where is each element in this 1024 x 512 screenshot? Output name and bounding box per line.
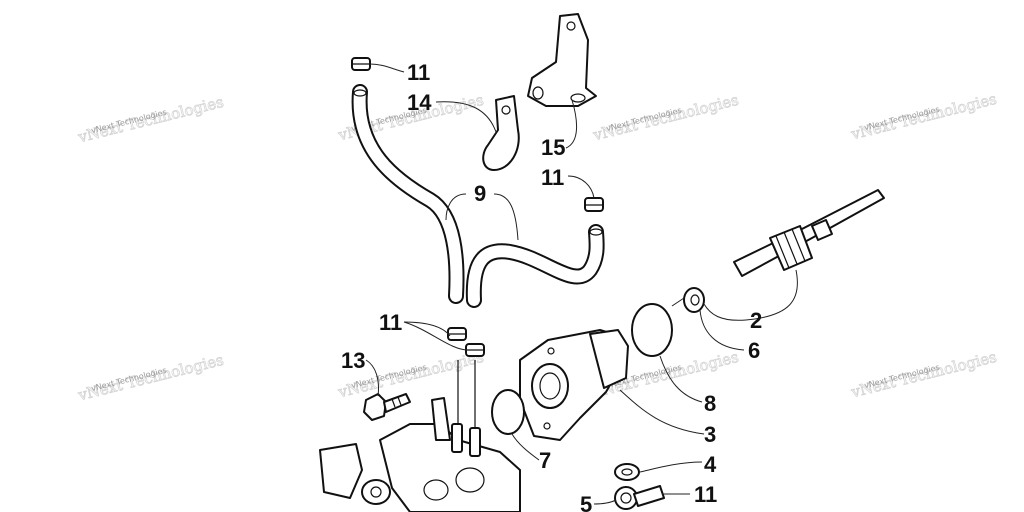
callout-2: 2: [750, 308, 762, 333]
callout-11-bottom: 11: [694, 482, 717, 507]
callout-15: 15: [541, 135, 565, 160]
callout-11-top-right: 11: [541, 165, 564, 190]
hose-clamp-mid-1: [447, 327, 467, 341]
callout-11-mid: 11: [379, 310, 402, 335]
callout-14: 14: [407, 90, 432, 115]
hose-clamp-mid-2: [465, 343, 485, 357]
callout-7: 7: [539, 448, 551, 473]
callout-3: 3: [704, 422, 716, 447]
drive-shaft-gear: [733, 189, 885, 277]
washer: [683, 287, 705, 313]
hose-right: [465, 224, 605, 308]
hose-clamp-top-right: [584, 197, 604, 212]
callout-4: 4: [704, 452, 717, 477]
washer-small: [614, 463, 640, 481]
hose-left: [351, 84, 465, 304]
gear-housing: [519, 329, 629, 441]
callout-8: 8: [704, 391, 716, 416]
callout-9: 9: [474, 181, 486, 206]
o-ring-small: [491, 389, 525, 435]
callout-11-top-left: 11: [407, 60, 430, 85]
watermark-4: vNext Technologies vNext Technologies: [848, 89, 999, 144]
hose-clamp-top-left: [351, 57, 371, 71]
oil-pump-body: [319, 360, 521, 512]
callout-13: 13: [341, 348, 365, 373]
watermark-1: vNext Technologies vNext Technologies: [75, 92, 226, 147]
mounting-bracket: [527, 13, 597, 107]
watermark-5: vNext Technologies vNext Technologies: [75, 350, 226, 405]
clip-bracket: [482, 95, 520, 171]
hex-bolt: [363, 393, 411, 421]
watermark-3: vNext Technologies vNext Technologies: [590, 90, 741, 145]
callout-5: 5: [580, 492, 592, 512]
callout-6: 6: [748, 338, 760, 363]
leader-lines: [365, 63, 798, 505]
o-ring-large: [631, 303, 673, 357]
watermark-8: vNext Technologies vNext Technologies: [848, 347, 999, 402]
banjo-fitting: [614, 485, 665, 510]
